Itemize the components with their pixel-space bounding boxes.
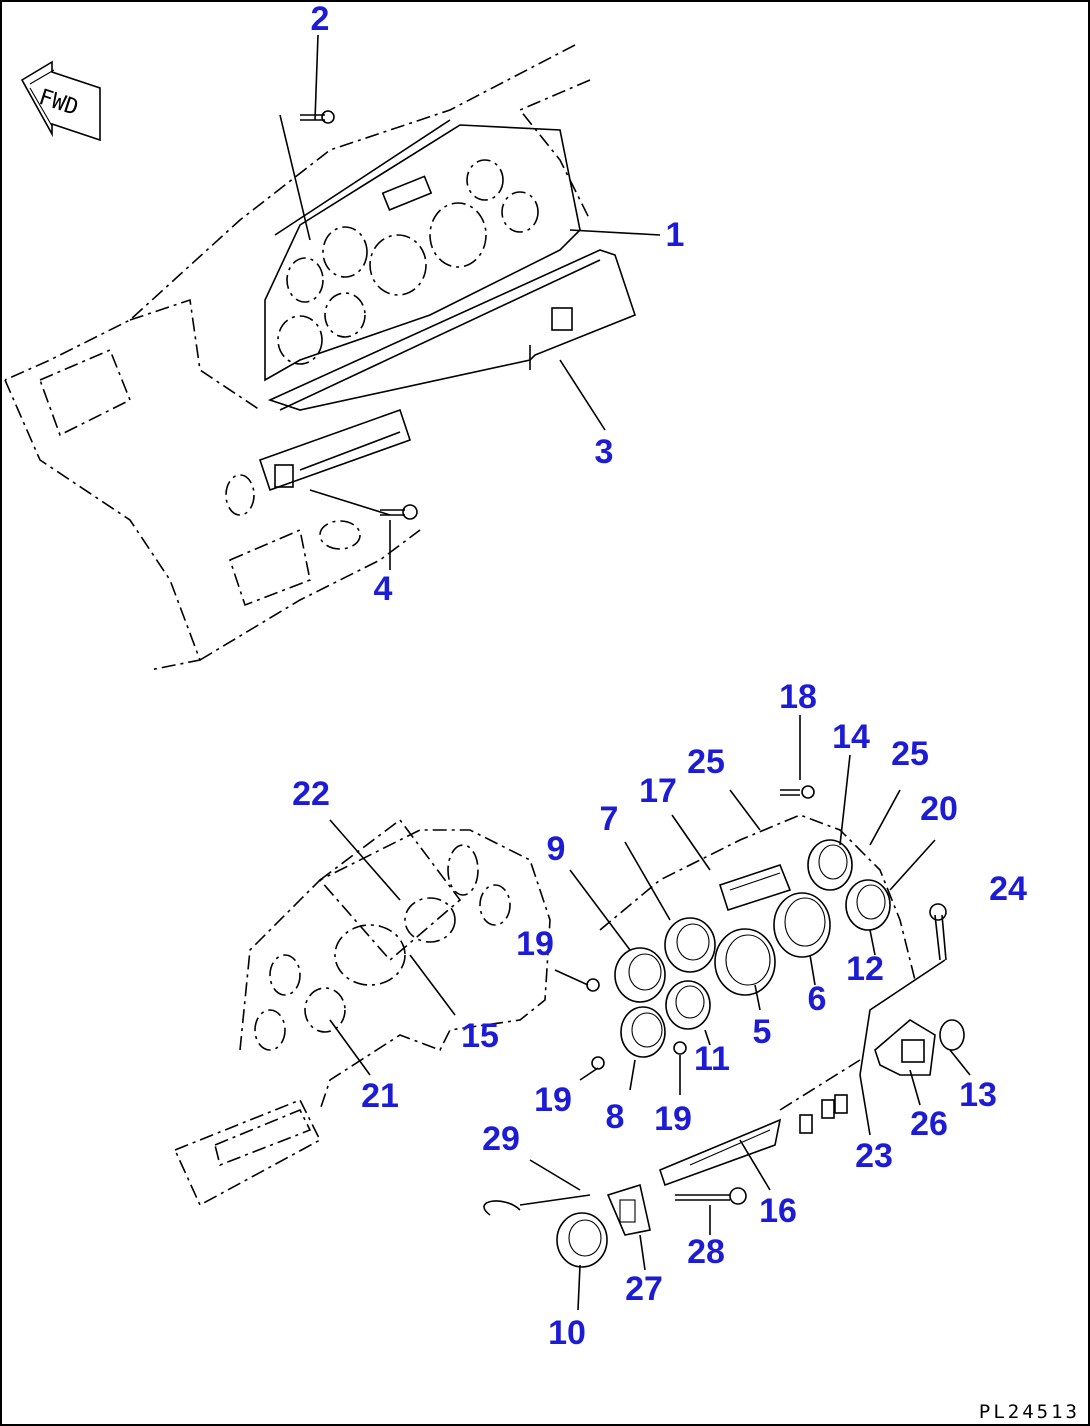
- callout-15: 15: [461, 1017, 499, 1055]
- callout-25-a: 25: [687, 743, 725, 781]
- callout-23: 23: [855, 1137, 893, 1175]
- lower-gauges-drawing: [173, 715, 971, 1311]
- callout-3: 3: [595, 433, 614, 471]
- callout-27: 27: [625, 1270, 663, 1308]
- callout-19-b: 19: [534, 1081, 572, 1119]
- callout-13: 13: [959, 1076, 997, 1114]
- callout-21: 21: [361, 1077, 399, 1115]
- callout-10: 10: [548, 1314, 586, 1352]
- callout-26: 26: [910, 1105, 948, 1143]
- callout-28: 28: [687, 1233, 725, 1271]
- callout-7: 7: [600, 800, 619, 838]
- callout-9: 9: [547, 830, 566, 868]
- callout-6: 6: [808, 980, 827, 1018]
- drawing-code: PL24513: [979, 1401, 1080, 1423]
- callout-2: 2: [311, 0, 330, 38]
- callout-20: 20: [920, 790, 958, 828]
- callout-22: 22: [292, 775, 330, 813]
- callout-18: 18: [779, 678, 817, 716]
- callout-19-c: 19: [654, 1100, 692, 1138]
- callout-labels: 1 2 3 4 5 6 7 8 9 10 11 12 13 14 15 16 1…: [292, 0, 1027, 1352]
- callout-1: 1: [666, 216, 685, 254]
- callout-12: 12: [846, 950, 884, 988]
- callout-14: 14: [832, 718, 870, 756]
- callout-25-b: 25: [891, 735, 929, 773]
- callout-8: 8: [606, 1098, 625, 1136]
- fwd-arrow-icon: FWD: [20, 60, 101, 142]
- upper-dashboard-drawing: [4, 34, 661, 671]
- callout-16: 16: [759, 1192, 797, 1230]
- callout-4: 4: [374, 570, 393, 608]
- callout-29: 29: [482, 1120, 520, 1158]
- callout-19-a: 19: [516, 925, 554, 963]
- callout-24: 24: [989, 870, 1027, 908]
- callout-11: 11: [694, 1040, 730, 1078]
- callout-17: 17: [639, 772, 677, 810]
- callout-5: 5: [753, 1013, 772, 1051]
